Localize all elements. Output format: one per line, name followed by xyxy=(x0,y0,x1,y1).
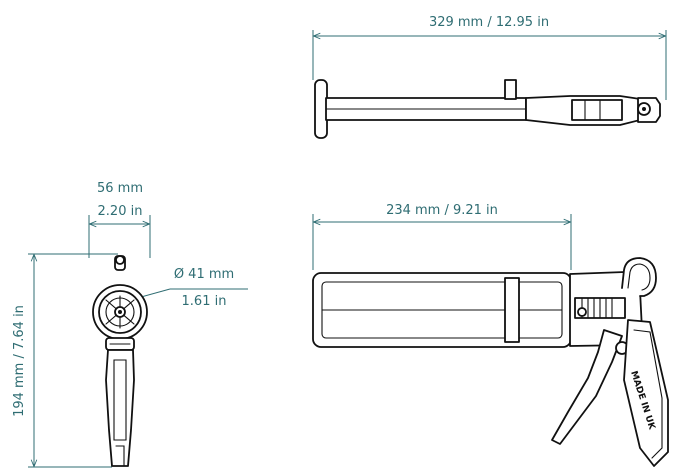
side-view: 234 mm / 9.21 in MADE IN UK xyxy=(312,203,669,467)
height-dimension: 194 mm / 7.64 in xyxy=(12,253,118,468)
body-length-dimension: 234 mm / 9.21 in xyxy=(312,203,572,270)
width-dimension: 56 mm 2.20 in xyxy=(88,181,151,258)
width-mm-label: 56 mm xyxy=(97,181,143,196)
diameter-mm-label: Ø 41 mm xyxy=(174,267,234,282)
overall-length-label: 329 mm / 12.95 in xyxy=(429,15,549,30)
width-in-label: 2.20 in xyxy=(98,204,143,219)
top-view: 329 mm / 12.95 in xyxy=(312,15,667,139)
height-label: 194 mm / 7.64 in xyxy=(12,305,27,417)
diameter-in-label: 1.61 in xyxy=(182,294,227,309)
body-length-label: 234 mm / 9.21 in xyxy=(386,203,498,218)
gun-side-outline: MADE IN UK xyxy=(312,257,669,467)
overall-length-dimension: 329 mm / 12.95 in xyxy=(312,15,667,100)
end-view: 56 mm 2.20 in 194 mm / 7.64 in Ø 41 mm 1… xyxy=(12,181,248,468)
diameter-dimension: Ø 41 mm 1.61 in xyxy=(122,267,248,309)
gun-end-outline xyxy=(92,255,148,467)
gun-top-outline xyxy=(314,79,661,139)
